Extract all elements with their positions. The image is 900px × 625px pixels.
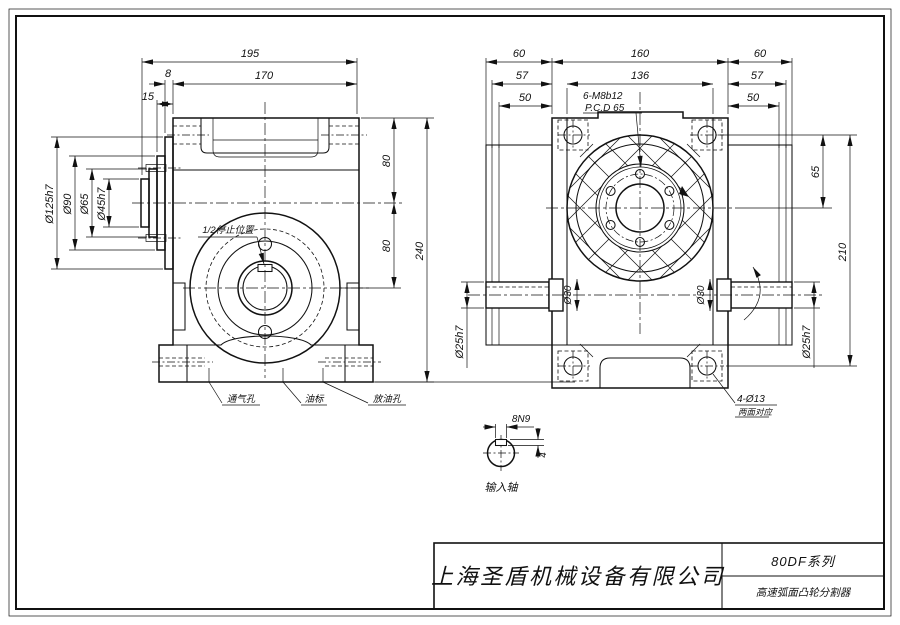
note-pcd: P.C.D 65 [585,103,625,114]
dim-width-total: 195 [241,48,260,60]
input-shaft-detail: 8N9 4 输入轴 [483,414,549,494]
dim-60-right: 60 [754,48,767,60]
side-ribs [173,282,359,331]
dim-width-body: 170 [255,70,274,82]
right-bearing-housing [727,144,793,346]
right-view [468,92,822,389]
dia-flange: Ø125h7 [44,184,56,225]
note-holes: 4-Ø13 [737,394,765,405]
tapped-hole [664,219,675,231]
dia-shaft-right: Ø25h7 [801,325,813,360]
mounting-holes [557,119,724,382]
dim-flange-thickness: 8 [165,68,172,80]
dim-50-right: 50 [747,92,760,104]
right-view-dimensions: 60 160 60 57 136 57 50 50 6-M8b12 P.C.D … [454,48,857,418]
input-shafts [468,266,822,321]
dim-210: 210 [837,242,849,262]
dia-pilot: Ø45h7 [96,187,108,222]
note-holes-2: 两面对应 [738,407,774,417]
dia-shaft-left: Ø25h7 [454,325,466,360]
dim-60-left: 60 [513,48,526,60]
output-flange-face [183,102,372,378]
dim-height-bottom: 80 [381,239,393,252]
left-bearing-housing [485,144,553,346]
output-bearing [546,92,736,334]
series-name: 80DF系列 [771,554,836,569]
label-vent-hole: 通气孔 [227,394,256,405]
note-key-position: 1/2停止位置 [202,224,255,236]
dim-flange-offset: 15 [142,91,155,103]
front-housing-outline [551,111,729,389]
left-view-dimensions: 195 170 8 15 80 80 240 Ø125h7 Ø90 Ø65 Ø4… [44,48,434,406]
dim-160: 160 [631,48,650,60]
input-shaft-right [730,281,793,309]
dim-height-total: 240 [414,241,426,261]
dim-keyway-width: 8N9 [512,414,531,425]
label-drain-hole: 放油孔 [373,394,402,405]
tapped-hole [605,185,616,197]
title-block: 上海圣盾机械设备有限公司 80DF系列 高速弧面凸轮分割器 [431,542,885,610]
dim-50-left: 50 [519,92,532,104]
tapped-hole [664,185,675,197]
rotation-mark [679,186,689,197]
base-tunnel-arch [599,357,691,388]
dim-57-right: 57 [751,70,764,82]
base-arch [173,335,359,346]
dim-57-left: 57 [516,70,529,82]
dim-136: 136 [631,70,650,82]
tapped-hole [605,219,616,231]
dia-collar-left: Ø30 [563,285,574,305]
dim-height-top: 80 [381,154,393,167]
note-thread: 6-M8b12 [583,91,623,102]
left-view [132,102,575,383]
rotation-arrow [743,266,761,321]
dia-collar-right: Ø30 [696,285,707,305]
label-oil-gauge: 油标 [304,394,325,405]
dia-boss: Ø90 [62,193,74,216]
dim-65: 65 [810,165,822,178]
dim-keyway-depth: 4 [538,452,549,458]
shaft-keyway [494,438,508,447]
product-name: 高速弧面凸轮分割器 [756,587,852,599]
label-input-shaft: 输入轴 [485,481,519,494]
company-name: 上海圣盾机械设备有限公司 [431,564,725,589]
dia-step: Ø65 [79,193,91,216]
